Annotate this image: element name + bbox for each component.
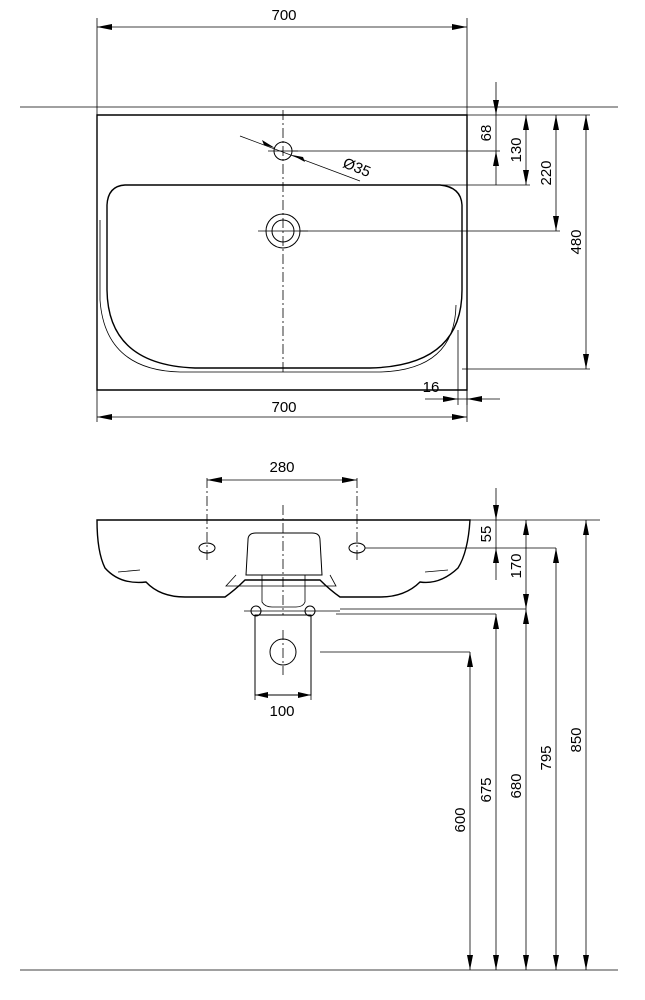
- bowl-inner-outline: [99, 220, 457, 373]
- dim-depth: 480: [568, 229, 585, 254]
- dim-waste-width: 100: [269, 703, 294, 720]
- bowl-outline: [106, 184, 463, 369]
- basin-front-outline: [96, 519, 471, 598]
- waste-body: [245, 532, 323, 576]
- dim-bowl-height: 170: [508, 553, 525, 578]
- dim-height-850: 850: [568, 727, 585, 752]
- dim-width-bottom: 700: [271, 399, 296, 416]
- dim-overflow-offset: 130: [508, 137, 525, 162]
- dim-hole-offset: 68: [478, 125, 495, 142]
- top-view: 700 700 68 130 220 480: [20, 7, 618, 422]
- dim-fixing-spacing: 280: [269, 459, 294, 476]
- front-view: 280 100 55 170 600 675: [20, 459, 618, 971]
- dim-height-675: 675: [478, 777, 495, 802]
- dim-fixing-height: 55: [478, 526, 495, 543]
- dim-side-offset: 16: [423, 379, 440, 396]
- dim-drain-offset: 220: [538, 160, 555, 185]
- dim-hole-diameter: Ø35: [340, 155, 373, 181]
- dim-width-top: 700: [271, 7, 296, 24]
- dim-height-795: 795: [538, 745, 555, 770]
- basin-outline: [96, 114, 468, 391]
- dim-height-680: 680: [508, 773, 525, 798]
- dim-height-600: 600: [452, 807, 469, 832]
